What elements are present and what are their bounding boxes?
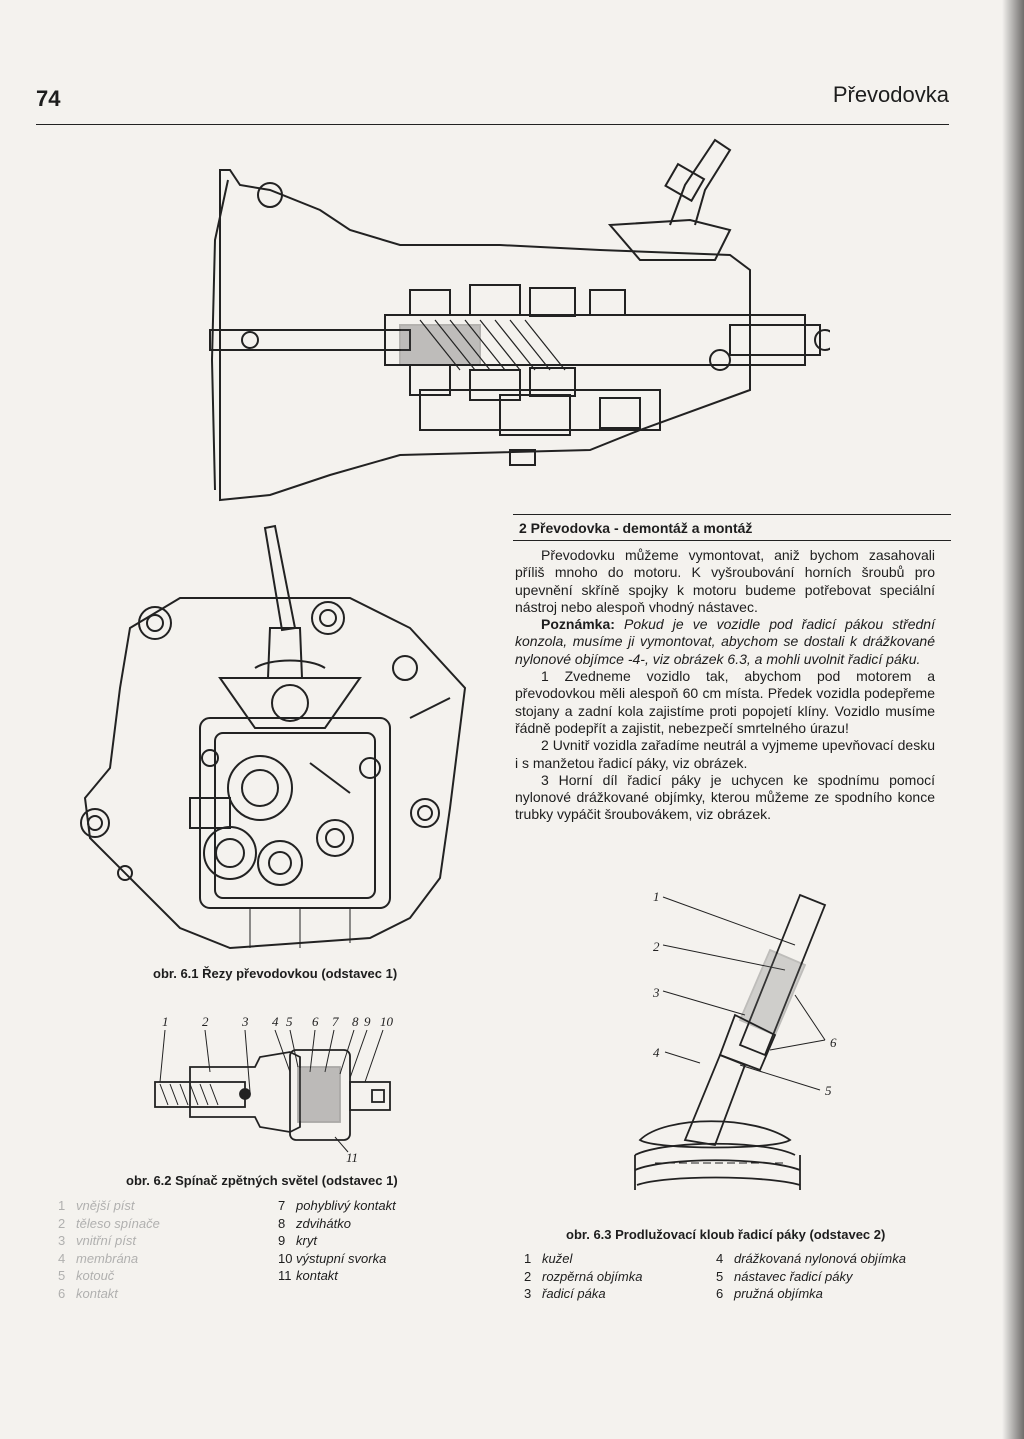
- step-paragraph: 1 Zvedneme vozidlo tak, abychom pod moto…: [515, 668, 935, 736]
- intro-paragraph: Převodovku můžeme vymontovat, aniž bycho…: [515, 547, 935, 615]
- page-edge-shadow: [1002, 0, 1024, 1439]
- running-head: Převodovka: [832, 82, 949, 107]
- step-paragraph: 3 Horní díl řadicí páky je uchycen ke sp…: [515, 771, 935, 823]
- fig2-callout: 4: [272, 1014, 279, 1029]
- fig2-callout: 11: [346, 1150, 358, 1165]
- fig2-callout: 6: [312, 1014, 319, 1029]
- reverse-light-switch-figure: 1 2 3 4 5 6 7 8 9 10 11: [150, 1012, 420, 1172]
- section-title: 2 Převodovka - demontáž a montáž: [519, 520, 753, 536]
- fig2-callout: 8: [352, 1014, 359, 1029]
- fig2-callout: 10: [380, 1014, 394, 1029]
- fig2-callout: 9: [364, 1014, 371, 1029]
- figure-6-3-caption: obr. 6.3 Prodlužovací kloub řadicí páky …: [566, 1227, 886, 1242]
- page-number: 74: [36, 86, 61, 111]
- step-paragraph: 2 Uvnitř vozidla zařadíme neutrál a vyjm…: [515, 737, 935, 771]
- fig3-callout: 6: [830, 1035, 837, 1050]
- figure-6-2-caption: obr. 6.2 Spínač zpětných světel (odstave…: [126, 1173, 398, 1188]
- gearbox-front-view-figure: [70, 518, 470, 958]
- fig3-callout: 5: [825, 1083, 832, 1098]
- fig3-callout: 4: [653, 1045, 660, 1060]
- fig2-callout: 2: [202, 1014, 209, 1029]
- section-rule-top: [513, 514, 951, 515]
- fig3-callout: 2: [653, 939, 660, 954]
- fig2-callout: 5: [286, 1014, 293, 1029]
- note-label: Poznámka:: [541, 616, 615, 633]
- section-body: Převodovku můžeme vymontovat, aniž bycho…: [515, 547, 935, 824]
- note-text: Pokud je ve vozidle pod řadicí pákou stř…: [515, 616, 935, 667]
- header-rule: [36, 124, 949, 125]
- fig2-callout: 1: [162, 1014, 169, 1029]
- section-rule-bottom: [513, 540, 951, 541]
- gearbox-longitudinal-section-figure: [170, 130, 830, 505]
- fig2-callout: 7: [332, 1014, 339, 1029]
- figure-6-1-caption: obr. 6.1 Řezy převodovkou (odstavec 1): [153, 966, 398, 981]
- note-paragraph: Poznámka: Pokud je ve vozidle pod řadicí…: [515, 616, 935, 668]
- fig3-callout: 3: [652, 985, 660, 1000]
- section-2: 2 Převodovka - demontáž a montáž Převodo…: [513, 514, 951, 824]
- fig3-callout: 1: [653, 889, 660, 904]
- shift-lever-joint-figure: 1 2 3 4 5 6: [625, 885, 865, 1205]
- fig2-callout: 3: [241, 1014, 249, 1029]
